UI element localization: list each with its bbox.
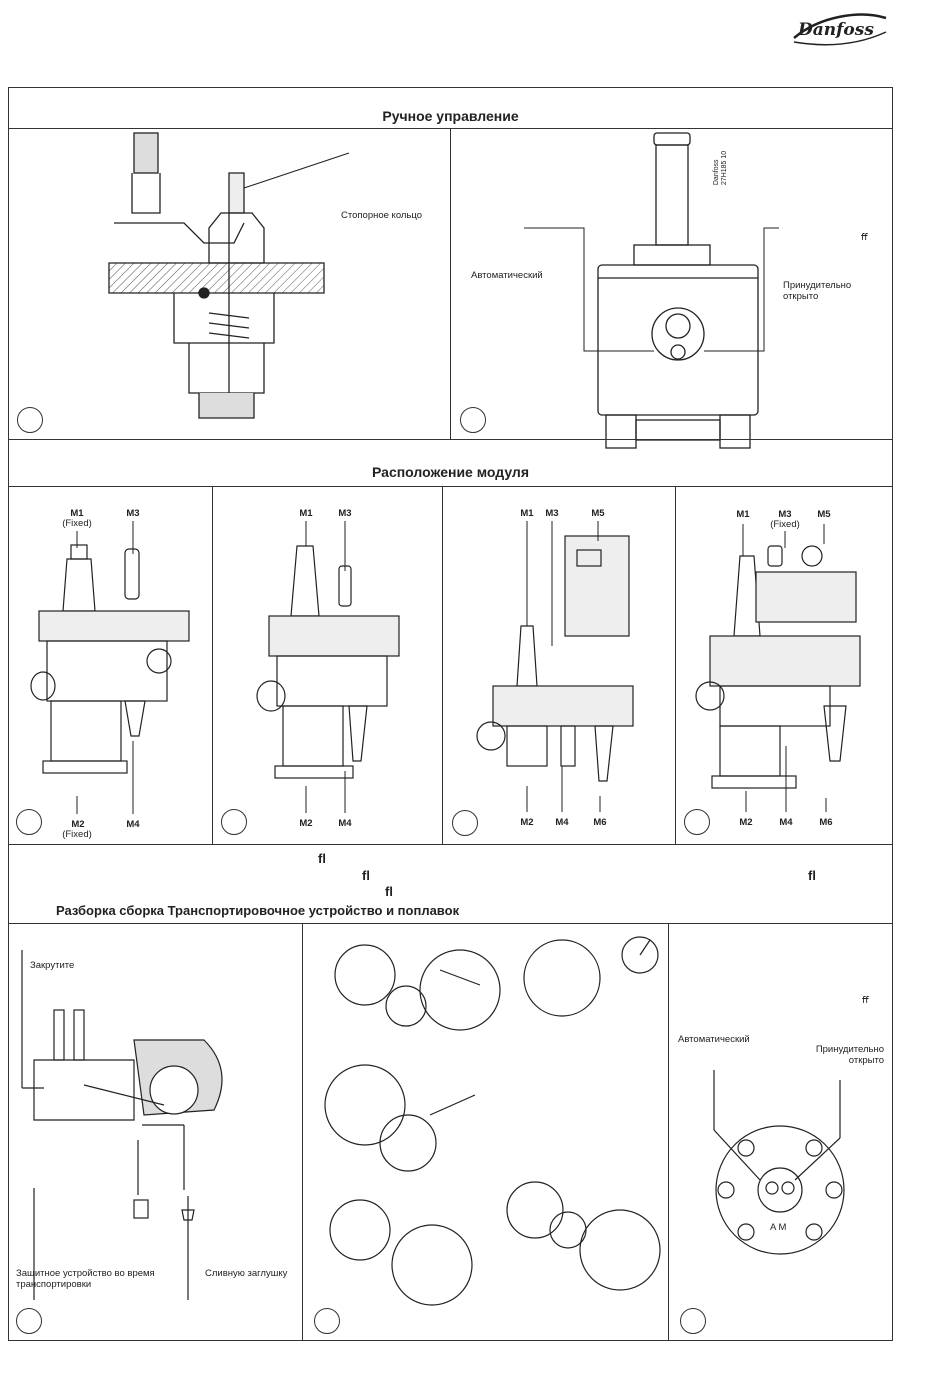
- figure-marker: [452, 810, 478, 836]
- module-label-top: M1: [70, 508, 84, 519]
- stamp-text: Danfoss 27H185 10: [713, 151, 729, 185]
- automatic-label: Автоматический: [678, 1034, 750, 1045]
- figure-marker: [680, 1308, 706, 1334]
- divider: [302, 923, 303, 1341]
- module-label-top: M3: [338, 508, 352, 519]
- module-label-bottom: M2: [299, 818, 313, 829]
- am-marking: A M: [770, 1222, 787, 1233]
- forced-open-line2: открыто: [848, 1055, 884, 1066]
- module-label-bottom: M2: [739, 817, 753, 828]
- figure-marker: [16, 1308, 42, 1334]
- valve-module-drawing: [256, 545, 400, 779]
- module-label-top: M3: [126, 508, 140, 519]
- module-label-top: M3: [778, 509, 792, 520]
- module-arrangement-section: Расположение модуля: [8, 439, 893, 845]
- figure-marker: [684, 809, 710, 835]
- valve-module-drawing: [695, 545, 861, 789]
- module-panel-3: M1 M3 M5 M2 M4 M6: [442, 486, 674, 844]
- disassembly-section: [8, 923, 893, 1341]
- valve-cross-section-drawing: [108, 132, 350, 419]
- module-label-fixed: (Fixed): [62, 518, 92, 529]
- module-panel-4: M1 M3 (Fixed) M5 M2 M4 M6: [675, 486, 892, 844]
- divider: [9, 486, 892, 487]
- module-label-fixed: (Fixed): [770, 519, 800, 530]
- figure-marker: [221, 809, 247, 835]
- module-panel-2: M1 M3 M2 M4: [212, 486, 441, 844]
- stamp-line2: 27H185 10: [721, 150, 729, 186]
- leader-lines: [76, 521, 134, 814]
- brand-logo: Danfoss: [790, 8, 890, 50]
- leader-lines: [742, 524, 827, 812]
- forced-open-label: Принудительно открыто: [783, 280, 851, 302]
- module-label-bottom: M4: [555, 817, 569, 828]
- module-label-fixed: (Fixed): [62, 829, 92, 840]
- module-label-top: M3: [545, 508, 559, 519]
- module-label-bottom: M2: [520, 817, 534, 828]
- module-section-title: Расположение модуля: [372, 464, 529, 480]
- float-valve-top-view-drawing: [713, 1070, 845, 1255]
- ff-glyph: ﬀ: [861, 232, 868, 243]
- divider: [442, 486, 443, 844]
- forced-open-line1: Принудительно: [815, 1044, 884, 1055]
- figure-marker: [17, 407, 43, 433]
- forced-open-label: Принудительно открыто: [812, 1044, 884, 1066]
- manual-operation-section: Ручное управление Стопорное кольцо: [8, 87, 893, 449]
- figure-marker: [460, 407, 486, 433]
- leader-lines: [305, 521, 346, 813]
- module-label-bottom: M6: [593, 817, 607, 828]
- module-label-bottom: M4: [126, 819, 140, 830]
- module-label-top: M1: [520, 508, 534, 519]
- solenoid-valve-drawing: [597, 132, 759, 449]
- figure-marker: [16, 809, 42, 835]
- callout-lines: [524, 227, 779, 352]
- module-label-bottom: M4: [779, 817, 793, 828]
- ff-glyph: ﬀ: [862, 995, 869, 1006]
- float-valve-section-drawing: [21, 950, 223, 1300]
- stop-ring-label: Стопорное кольцо: [341, 210, 423, 221]
- note-glyph: ﬂ: [362, 868, 370, 883]
- note-glyph: ﬂ: [385, 884, 393, 899]
- stamp-line1: Danfoss: [713, 159, 721, 186]
- module-label-top: M1: [299, 508, 313, 519]
- leader-lines: [526, 521, 601, 812]
- module-label-bottom: M6: [819, 817, 833, 828]
- module-label-top: M5: [591, 508, 605, 519]
- divider: [668, 923, 669, 1341]
- automatic-label: Автоматический: [471, 270, 543, 281]
- transport-device-label: Защитное устройство во время транспортир…: [16, 1268, 155, 1290]
- stamp: Danfoss 27H185 10: [713, 132, 762, 212]
- forced-open-line1: Принудительно: [783, 280, 852, 291]
- divider: [212, 486, 213, 844]
- drain-plug-label: Сливную заглушку: [205, 1268, 288, 1279]
- figure-marker: [314, 1308, 340, 1334]
- manual-section-title: Ручное управление: [382, 108, 519, 124]
- note-glyph: ﬂ: [318, 851, 326, 866]
- float-assembly-steps-drawing: [324, 936, 661, 1306]
- valve-module-drawing: [476, 535, 634, 782]
- forced-open-line2: открыто: [783, 291, 819, 302]
- valve-module-drawing: [30, 544, 190, 774]
- disassembly-section-title: Разборка сборка Транспортировочное устро…: [56, 903, 460, 918]
- module-label-top: M1: [736, 509, 750, 520]
- module-label-top: M5: [817, 509, 831, 520]
- note-glyph: ﬂ: [808, 868, 816, 883]
- transport-line2: транспортировки: [16, 1279, 92, 1290]
- module-label-bottom: M2: [71, 819, 85, 830]
- brand-logo-text: Danfoss: [798, 20, 874, 40]
- divider: [450, 128, 451, 440]
- module-label-bottom: M4: [338, 818, 352, 829]
- screw-in-label: Закрутите: [30, 960, 75, 971]
- module-panel-1: M1 (Fixed) M3 M2 (Fixed) M4: [9, 486, 211, 844]
- divider: [675, 486, 676, 844]
- transport-line1: Защитное устройство во время: [16, 1268, 155, 1279]
